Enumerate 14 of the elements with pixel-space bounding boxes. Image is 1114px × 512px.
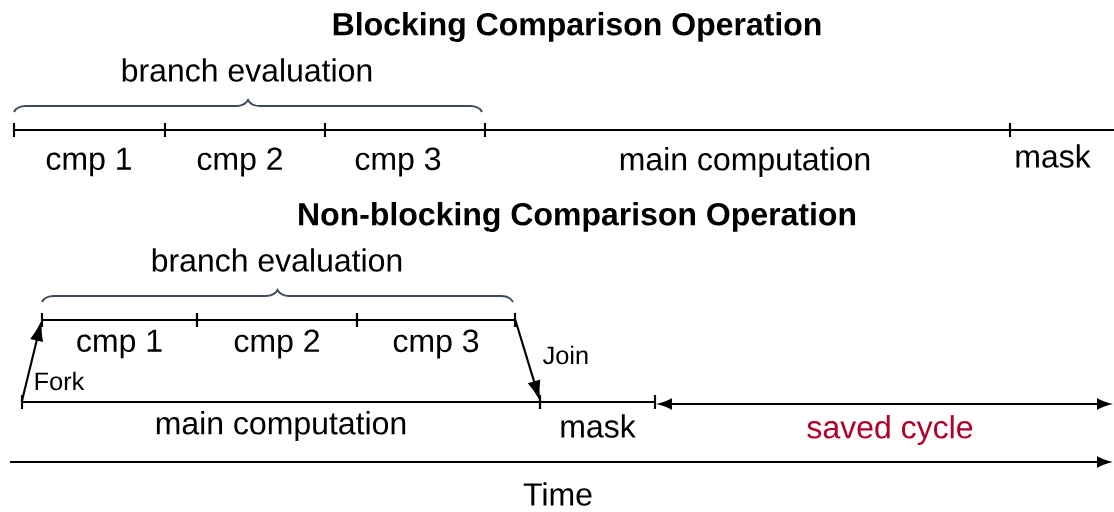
segment-label: mask (1016, 144, 1091, 168)
brace-label: branch evaluation (122, 58, 372, 82)
edge-label: Fork (35, 371, 85, 391)
arrow (514, 319, 541, 398)
saved-cycle-label: saved cycle (807, 415, 973, 445)
segment-label: cmp 2 (197, 147, 282, 177)
heading: Non-blocking Comparison Operation (299, 202, 856, 232)
segment-label: cmp 1 (46, 147, 131, 177)
segment-label: cmp 3 (355, 147, 441, 177)
edge-label: Join (543, 345, 588, 365)
axis-label: Time (523, 482, 592, 506)
segment-label: main computation (620, 147, 870, 177)
heading: Blocking Comparison Operation (333, 12, 821, 42)
brace-label: branch evaluation (152, 248, 402, 272)
